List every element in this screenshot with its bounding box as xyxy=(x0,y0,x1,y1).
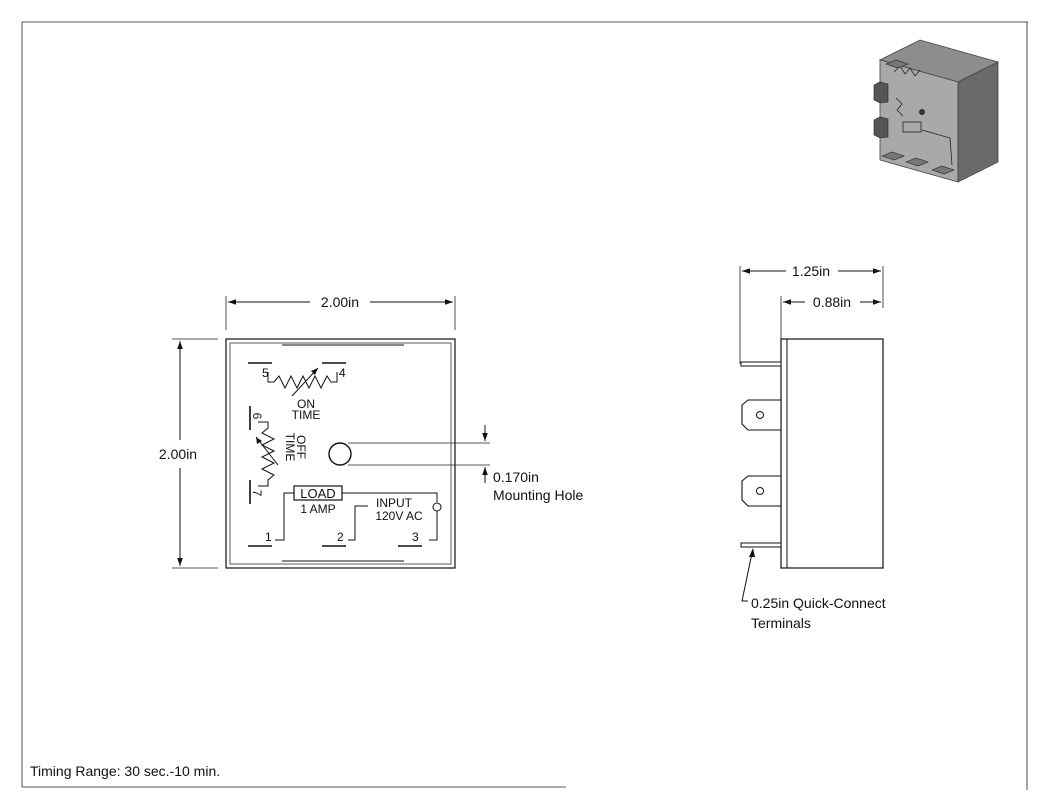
front-height-label: 2.00in xyxy=(159,446,197,462)
side-view: 1.25in 0.88in 0.25in Quick-Connect Termi… xyxy=(739,263,886,631)
mounting-hole xyxy=(328,442,352,466)
terminal-2-label: 2 xyxy=(337,530,344,544)
side-body xyxy=(780,338,884,569)
on-time-potentiometer xyxy=(267,367,338,397)
body-depth-label: 0.88in xyxy=(813,294,851,310)
hole-name-label: Mounting Hole xyxy=(493,487,583,503)
terminal-leader xyxy=(741,548,755,602)
timing-range-note: Timing Range: 30 sec.-10 min. xyxy=(30,763,220,779)
amp-label: 1 AMP xyxy=(300,502,335,516)
volts-label: 120V AC xyxy=(375,509,423,523)
load-input-circuit xyxy=(275,485,442,541)
front-view: 2.00in 2.00in xyxy=(159,294,583,569)
off-time-label: TIME xyxy=(283,433,297,462)
terminal-label-line-2: Terminals xyxy=(751,615,811,631)
terminal-marks xyxy=(248,362,422,547)
overall-depth-label: 1.25in xyxy=(792,263,830,279)
terminal-label-line-1: 0.25in Quick-Connect xyxy=(751,595,886,611)
front-body-outline xyxy=(225,338,456,569)
hole-diameter-label: 0.170in xyxy=(493,469,539,485)
input-label: INPUT xyxy=(376,496,413,510)
front-height-dimension: 2.00in xyxy=(159,338,218,569)
front-width-label: 2.00in xyxy=(321,294,359,310)
side-dimensions xyxy=(739,266,884,364)
hole-dimension xyxy=(348,425,490,483)
on-time-label: TIME xyxy=(292,408,321,422)
terminal-1-label: 1 xyxy=(265,530,272,544)
front-body-inner xyxy=(229,342,452,565)
front-width-dimension: 2.00in xyxy=(225,294,456,330)
off-time-potentiometer xyxy=(255,421,279,487)
terminal-5-label: 5 xyxy=(262,366,269,380)
terminal-4-label: 4 xyxy=(339,366,346,380)
sheet-border xyxy=(21,21,1028,790)
off-label: OFF xyxy=(294,435,308,459)
on-label: ON xyxy=(297,397,315,411)
terminal-6-label: 6 xyxy=(250,413,264,420)
terminal-7-label: 7 xyxy=(250,490,264,497)
terminal-3-label: 3 xyxy=(412,530,419,544)
isometric-view xyxy=(873,39,1000,183)
side-terminals xyxy=(740,361,782,548)
load-label: LOAD xyxy=(300,486,335,501)
iso-side-face xyxy=(957,61,999,183)
